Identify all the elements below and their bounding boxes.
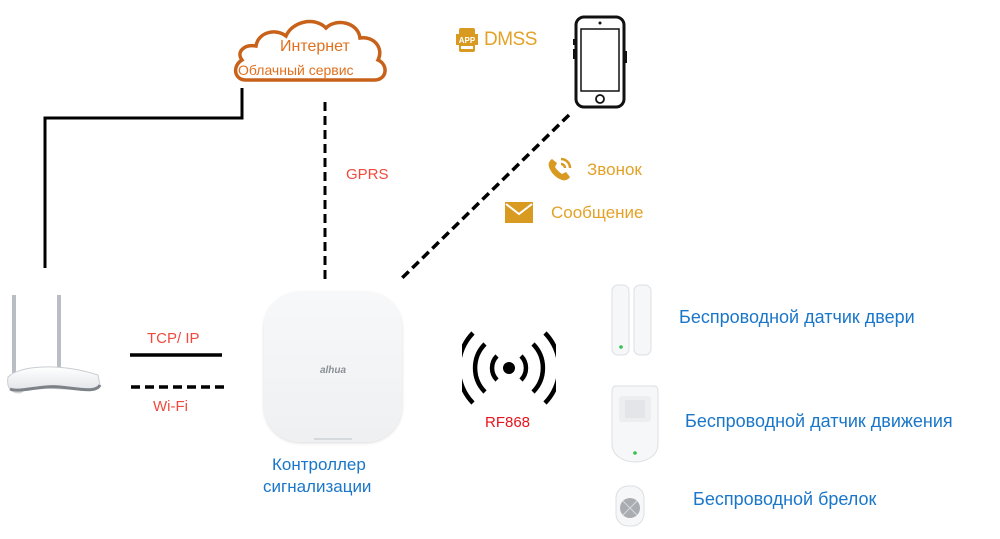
controller-label-line1: Контроллер: [272, 455, 366, 474]
door-sensor-icon: [611, 284, 652, 356]
device-motion-sensor-label: Беспроводной датчик движения: [685, 411, 953, 431]
router-cloud-line: [43, 88, 244, 268]
device-key-fob-label: Беспроводной брелок: [693, 489, 877, 509]
smartphone-icon: [573, 15, 627, 109]
cloud-icon: [233, 19, 387, 82]
phone-dashed-line: [397, 113, 571, 283]
gprs-label: GPRS: [346, 166, 389, 183]
key-fob-icon: [615, 485, 645, 527]
router-icon: [7, 295, 102, 394]
phone-call-icon: [548, 157, 572, 181]
controller-bottom-slot: [314, 438, 352, 440]
app-name: DMSS: [484, 29, 537, 50]
controller-label-line2: сигнализации: [263, 477, 372, 496]
tcpip-label: TCP/ IP: [147, 330, 200, 347]
rf-label: RF868: [485, 414, 531, 431]
app-badge-text: APP: [459, 36, 476, 45]
wireless-signal-icon: [462, 331, 556, 405]
cloud-label-service: Облачный сервис: [238, 62, 354, 78]
motion-sensor-icon: [611, 385, 659, 463]
notification-message-label: Сообщение: [551, 203, 644, 222]
controller-brand-logo: alhua: [319, 365, 347, 376]
cloud-label-internet: Интернет: [280, 38, 350, 55]
wifi-label: Wi-Fi: [153, 398, 188, 415]
app-icon: APP: [456, 28, 478, 52]
app-badge: APP: [456, 28, 478, 52]
cloud-internet: Интернет Облачный сервис: [228, 8, 393, 94]
device-door-sensor-label: Беспроводной датчик двери: [679, 307, 915, 327]
envelope-icon: [505, 202, 533, 223]
alarm-controller: alhua: [264, 292, 402, 442]
notification-call-label: Звонок: [587, 160, 642, 179]
